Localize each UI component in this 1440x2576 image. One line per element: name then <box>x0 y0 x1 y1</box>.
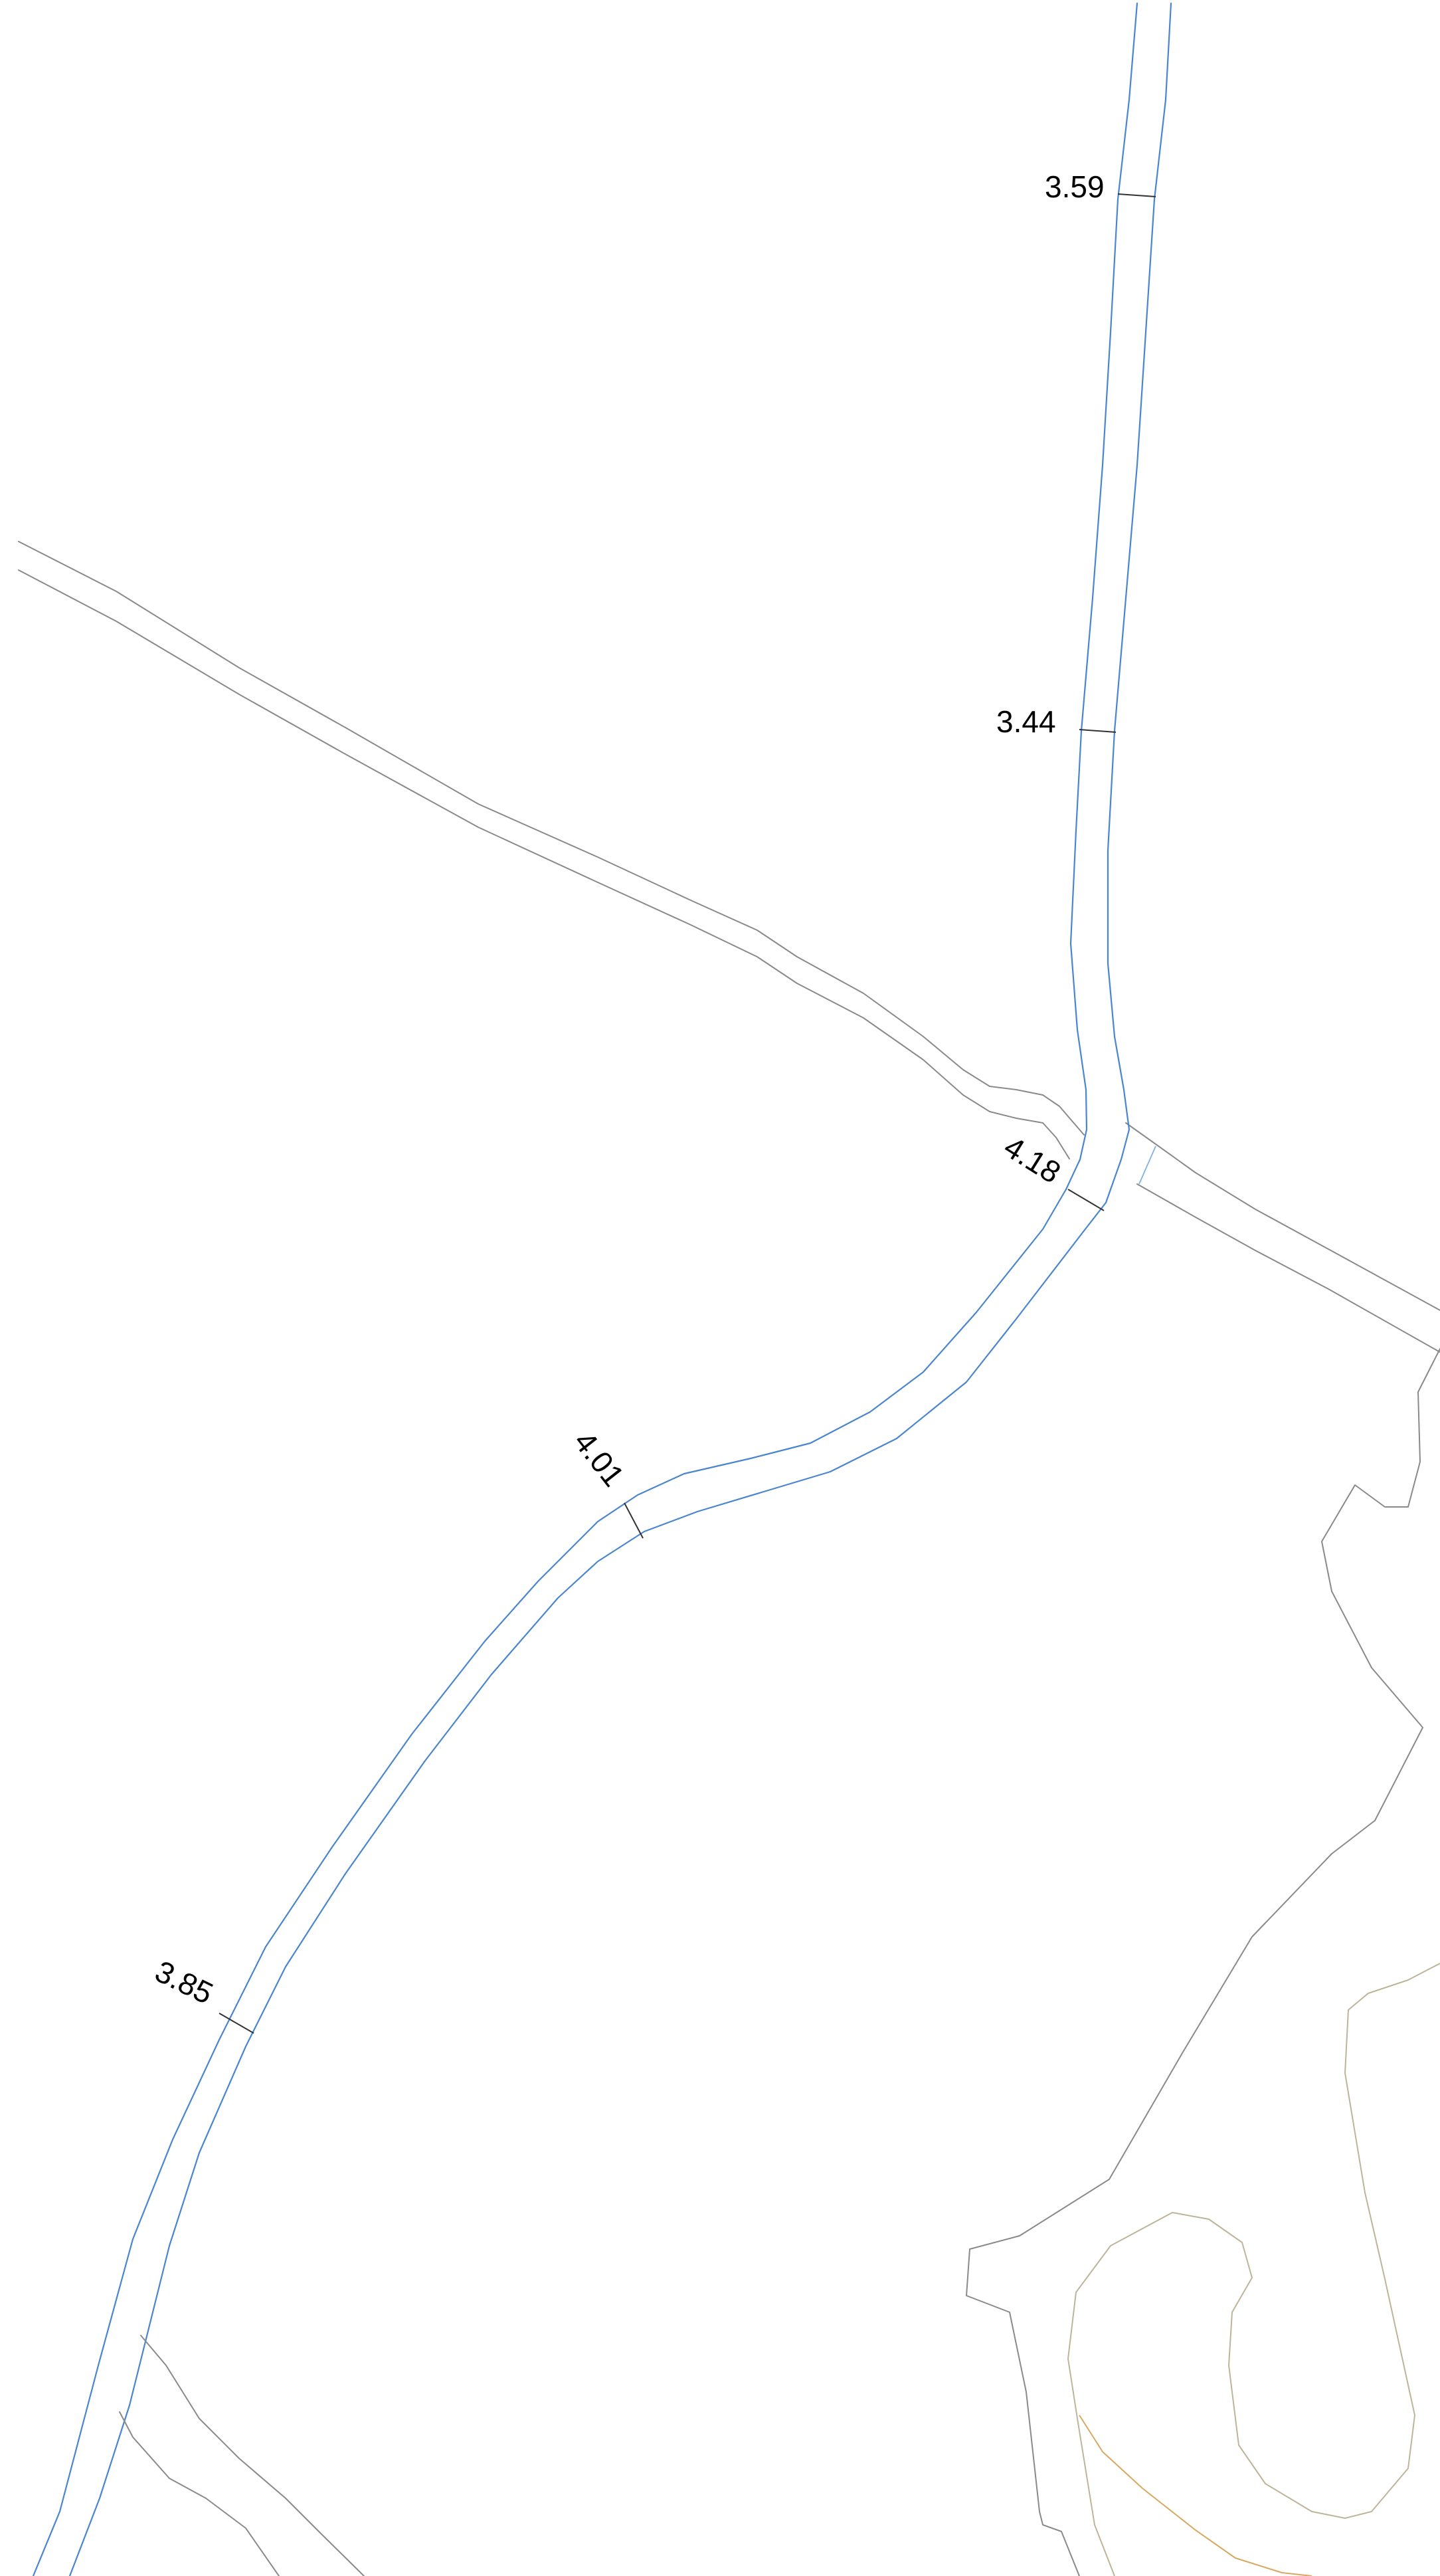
dimension-line-w4 <box>624 1502 644 1539</box>
grey-road-east-edge-lower <box>1136 1183 1440 1353</box>
contour-tan <box>1067 1963 1440 2576</box>
grey-road-southwest <box>119 2335 365 2576</box>
grey-road-northwest-edge-lower <box>18 569 1070 1159</box>
width-label-w2: 3.44 <box>996 704 1056 739</box>
blue-road-north-edge-right <box>1105 2 1172 1204</box>
grey-road-east-edge-upper <box>1125 1122 1440 1311</box>
contour-orange-line <box>1079 2415 1312 2576</box>
junction-connector-edge <box>1138 1145 1156 1185</box>
contour-orange <box>1079 2415 1312 2576</box>
contour-tan-line <box>1067 1963 1440 2576</box>
blue-road-southwest <box>32 1188 1107 2576</box>
grey-road-northwest-edge-upper <box>18 541 1085 1136</box>
grey-road-southwest-edge-upper <box>140 2335 365 2576</box>
junction-connector <box>1138 1145 1156 1185</box>
blue-road-north <box>1065 2 1172 1204</box>
width-label-w5: 3.85 <box>150 1953 219 2011</box>
blue-road-north-edge-left <box>1065 2 1138 1191</box>
blue-road-southwest-edge-right <box>68 1201 1107 2576</box>
grey-boundary-east <box>966 1348 1440 2576</box>
dimension-line-w5 <box>219 2013 254 2034</box>
width-labels: 3.59 3.44 4.18 4.01 3.85 <box>150 169 1105 2011</box>
dimension-line-w3 <box>1067 1189 1105 1211</box>
grey-boundary-east-line <box>966 1348 1440 2576</box>
blue-road-southwest-edge-left <box>32 1188 1067 2576</box>
grey-road-northwest <box>18 541 1085 1159</box>
dimension-line-w2 <box>1079 729 1117 733</box>
dimension-lines <box>219 193 1156 2034</box>
width-label-w4: 4.01 <box>567 1425 631 1493</box>
grey-road-southwest-edge-lower <box>119 2411 280 2576</box>
width-label-w1: 3.59 <box>1045 169 1105 204</box>
grey-road-east <box>1125 1122 1440 1353</box>
dimension-line-w1 <box>1117 193 1156 197</box>
